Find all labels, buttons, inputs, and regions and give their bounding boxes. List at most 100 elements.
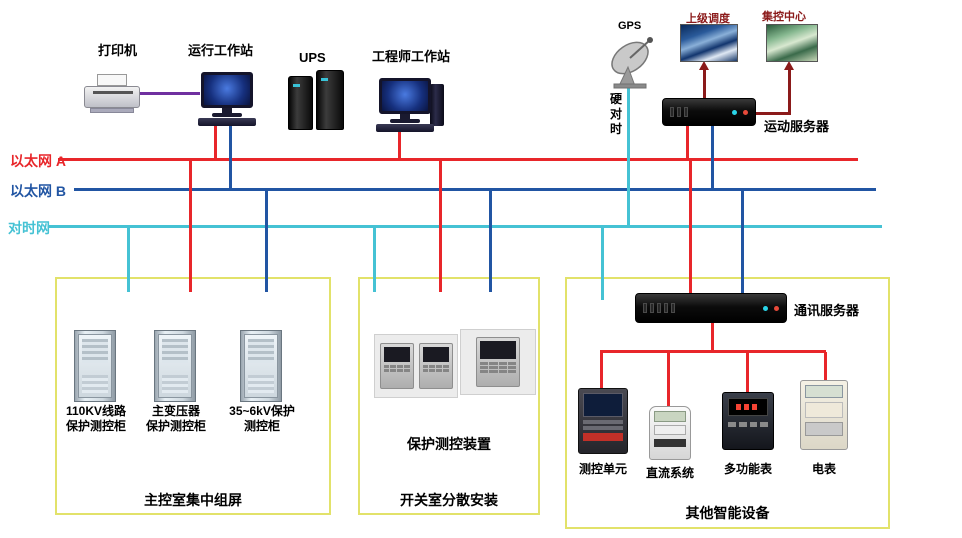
printer-tray (90, 108, 134, 113)
switch-room-box (358, 277, 540, 515)
ethernet-b-bus-line (74, 188, 876, 191)
control-center-uplink-line (788, 69, 791, 114)
gps-time-sync-line (627, 86, 630, 228)
cabinet-door (158, 334, 192, 398)
engineer-workstation-icon (376, 78, 434, 132)
remote-server-a-line (686, 126, 689, 161)
dispatch-arrow-icon (699, 61, 709, 70)
cabinet-door (244, 334, 278, 398)
operator-workstation-icon (198, 72, 256, 126)
control-center-arrow-icon (784, 61, 794, 70)
mcu-drop-line (600, 352, 603, 388)
ethernet-a-label: 以太网 A (10, 153, 66, 169)
other-devices-box (565, 277, 890, 529)
monitor-base (212, 113, 242, 117)
middle-box-caption: 开关室分散安装 (400, 492, 498, 508)
gps-dish-icon (604, 34, 662, 95)
printer-link-line (140, 92, 200, 95)
mv-protection-cabinet-icon (240, 330, 282, 402)
device-screen (480, 341, 516, 359)
server-vent (677, 107, 681, 117)
line-protection-cabinet-icon (74, 330, 116, 402)
right-box-sync-drop (601, 228, 604, 300)
device-buttons (422, 365, 449, 372)
keyboard (376, 124, 434, 132)
cabinet-door (78, 334, 112, 398)
server-vent (670, 107, 674, 117)
monitor-stand (400, 114, 410, 119)
protection-device-label: 保护测控装置 (407, 436, 491, 452)
meter-display (728, 398, 768, 416)
server-led (774, 305, 779, 311)
multifunction-meter-icon (722, 392, 774, 450)
remote-server-label: 运动服务器 (764, 119, 830, 134)
protection-device-icon (418, 343, 453, 389)
main-control-room-box (55, 277, 331, 515)
ethernet-b-label: 以太网 B (10, 183, 66, 199)
server-vent (664, 303, 668, 313)
printer-paper (97, 74, 127, 86)
cabinet-label-110kv: 110KV线路 保护测控柜 (65, 404, 127, 433)
server-vent (650, 303, 654, 313)
right-box-caption: 其他智能设备 (685, 505, 770, 521)
engineer-ws-a-line (398, 132, 401, 161)
gps-label: GPS (618, 20, 642, 32)
cabinet-label-35-6kv: 35~6kV保护 测控柜 (229, 404, 295, 433)
control-center-uplink-horizontal (754, 112, 791, 115)
monitor-screen (379, 78, 431, 114)
ups-tower (316, 70, 344, 130)
left-box-b-drop (265, 191, 268, 292)
left-box-caption: 主控室集中组屏 (144, 492, 242, 508)
meter-terminals (805, 422, 843, 436)
comm-server-down-line (711, 323, 714, 352)
emeter-label: 电表 (811, 462, 836, 476)
emeter-drop-line (824, 352, 827, 380)
right-box-b-drop (741, 191, 744, 295)
device-screen (583, 393, 623, 417)
printer-label: 打印机 (98, 43, 138, 58)
cabinet-label-transformer: 主变压器 保护测控柜 (145, 404, 206, 433)
monitor-stand (222, 108, 232, 113)
dc-drop-line (667, 352, 670, 406)
right-box-a-drop (689, 161, 692, 295)
protection-device-icon (476, 337, 520, 387)
meter-lcd (805, 385, 843, 398)
server-led (763, 305, 768, 311)
time-sync-label: 对时网 (8, 220, 50, 236)
server-vent (684, 107, 688, 117)
server-led (732, 109, 737, 115)
device-stripe (583, 433, 623, 441)
multimeter-drop-line (746, 352, 749, 392)
device-distribution-line (600, 350, 826, 353)
meter-dial (654, 425, 686, 435)
time-sync-bus-line (48, 225, 882, 228)
left-box-sync-drop (127, 228, 130, 292)
dispatch-label: 上级调度 (686, 13, 730, 25)
operator-ws-b-line (229, 126, 232, 191)
comm-server-label: 通讯服务器 (794, 303, 860, 318)
remote-server-b-line (711, 126, 714, 191)
device-screen (422, 347, 449, 362)
device-screen (383, 347, 410, 362)
ethernet-a-bus-line (58, 158, 858, 161)
device-row (583, 426, 623, 430)
server-vent (657, 303, 661, 313)
middle-box-b-drop (489, 191, 492, 292)
meter-lcd (654, 411, 686, 422)
dc-system-label: 直流系统 (645, 466, 694, 480)
ups-icon (288, 70, 344, 130)
engineer-ws-label: 工程师工作站 (372, 49, 451, 64)
server-vent (643, 303, 647, 313)
control-center-label: 集控中心 (762, 11, 806, 23)
mcu-label: 测控单元 (578, 462, 627, 476)
meter-buttons (728, 422, 768, 427)
multifunction-label: 多功能表 (723, 462, 772, 476)
middle-box-a-drop (439, 161, 442, 292)
monitor-base (390, 119, 420, 123)
printer-body (84, 86, 140, 108)
dispatch-uplink-line (703, 69, 706, 99)
energy-meter-icon (800, 380, 848, 450)
left-box-a-drop (189, 161, 192, 292)
meter-panel (805, 402, 843, 418)
